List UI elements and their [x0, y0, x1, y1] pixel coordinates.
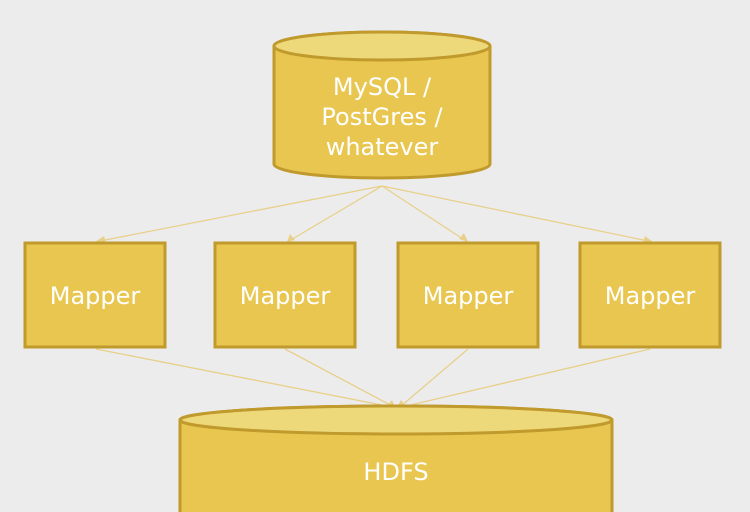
sink-hdfs-shape [178, 404, 614, 512]
mapper-box-2 [213, 241, 357, 349]
mapper-label-3: Mapper [422, 281, 514, 310]
sink-hdfs-top [178, 404, 614, 436]
mapper-box-1 [23, 241, 167, 349]
mapper-box-3 [396, 241, 540, 349]
source-connectors [99, 185, 649, 242]
arrowhead-mapper-3 [459, 233, 468, 242]
connector-source-mapper-4 [381, 185, 649, 242]
sink-hdfs-label: HDFS [363, 457, 429, 486]
arrowhead-mapper-4 [643, 236, 653, 243]
connector-mapper-1-sink [95, 348, 393, 408]
connector-mapper-2-sink [284, 348, 395, 408]
arrowhead-mapper-2 [287, 234, 295, 242]
source-database-shape [272, 30, 492, 180]
mapper-label-2: Mapper [239, 281, 331, 310]
connector-mapper-3-sink [399, 348, 469, 408]
source-arrowheads [95, 233, 653, 243]
source-database-top [272, 30, 492, 62]
arrowhead-mapper-1 [95, 236, 106, 243]
mapper-label-4: Mapper [604, 281, 696, 310]
mapper-box-4 [578, 241, 722, 349]
mapper-label-1: Mapper [49, 281, 141, 310]
connector-source-mapper-2 [288, 185, 383, 242]
connector-source-mapper-3 [381, 185, 467, 242]
mapper-boxes [23, 241, 722, 349]
connector-source-mapper-1 [99, 185, 383, 242]
sink-connectors [95, 348, 651, 408]
connector-mapper-4-sink [401, 348, 651, 408]
source-database-label: MySQL / PostGres / whatever [321, 72, 443, 162]
